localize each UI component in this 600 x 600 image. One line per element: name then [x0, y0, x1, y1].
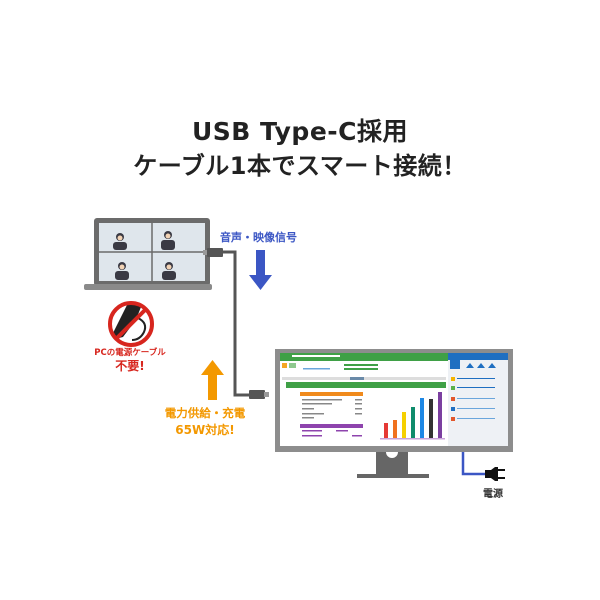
power-up-arrow-icon	[201, 360, 224, 400]
laptop-illustration	[84, 218, 212, 290]
bar-chart-graphic	[380, 392, 445, 440]
headline-line2: ケーブル1本でスマート接続！	[133, 152, 467, 180]
power-delivery-label: 電力供給・充電	[164, 406, 246, 420]
power-plug-icon	[461, 452, 505, 481]
signal-label: 音声・映像信号	[220, 231, 297, 244]
pc-cable-label: PCの電源ケーブル	[94, 348, 166, 358]
power-source-label: 電源	[483, 489, 503, 500]
signal-down-arrow-icon	[249, 250, 272, 290]
power-65w-label: 65W対応!	[175, 423, 235, 437]
usb-c-cable	[203, 248, 269, 399]
headline-line1: USB Type-C採用	[191, 117, 409, 146]
no-power-cable-icon	[108, 301, 154, 347]
pc-cable-unneeded-label: 不要!	[115, 359, 145, 373]
monitor-illustration	[275, 349, 513, 478]
